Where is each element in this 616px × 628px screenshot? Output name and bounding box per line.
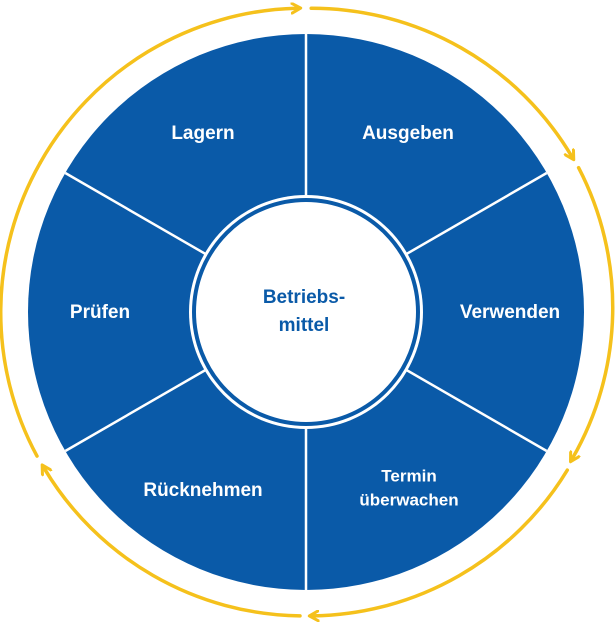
cycle-arrow-top — [38, 8, 297, 165]
center-label-line1: Betriebs- — [263, 287, 345, 308]
cycle-arrow-upper-right — [309, 6, 572, 156]
segment-label-termin-line1: Termin — [381, 466, 436, 485]
segment-label-pruefen: Prüfen — [70, 302, 130, 323]
divider-lower-left — [64, 363, 215, 453]
cycle-arrow-lower-right — [573, 165, 615, 459]
segment-dividers — [64, 34, 548, 590]
divider-upper-left — [64, 171, 215, 261]
segment-label-ausgeben: Ausgeben — [362, 123, 454, 144]
cycle-arrows — [0, 6, 615, 618]
center-label-line2: mittel — [279, 315, 330, 336]
center-hub-border — [192, 198, 420, 426]
divider-upper-right — [397, 171, 548, 261]
cycle-arrow-lower-left — [44, 468, 302, 618]
segment-label-ruecknehmen: Rücknehmen — [143, 480, 262, 501]
segment-label-lagern: Lagern — [171, 123, 234, 144]
segment-label-termin-line2: überwachen — [359, 490, 458, 509]
segment-label-verwenden: Verwenden — [460, 302, 560, 323]
divider-lower-right — [397, 363, 548, 453]
cycle-arrow-bottom — [313, 468, 570, 616]
cycle-arrow-upper-left — [0, 161, 42, 458]
